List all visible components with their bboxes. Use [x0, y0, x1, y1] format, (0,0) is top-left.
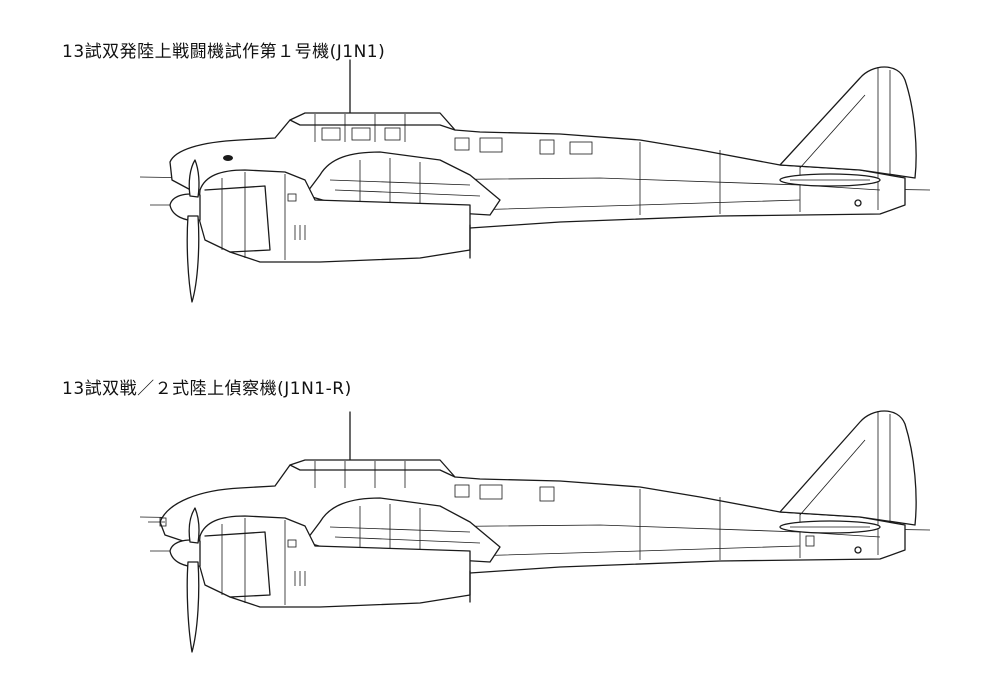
spinner — [169, 539, 201, 568]
aircraft-side-view-j1n1-r — [139, 410, 931, 653]
vertical-tail — [779, 66, 917, 179]
propeller-blade-upper — [188, 507, 200, 544]
canopy-outline — [289, 119, 456, 131]
propeller-blade-lower — [186, 561, 200, 653]
canopy-outline — [289, 464, 456, 478]
propeller-blade-lower — [186, 215, 200, 303]
figure-caption-j1n1-r: 13試双戦／２式陸上偵察機(J1N1-R) — [62, 379, 352, 399]
propeller-blade-upper — [188, 159, 200, 198]
spinner — [169, 193, 201, 222]
vertical-tail — [779, 410, 917, 526]
figure-caption-j1n1: 13試双発陸上戦闘機試作第１号機(J1N1) — [62, 42, 386, 62]
aircraft-side-view-j1n1 — [139, 59, 931, 303]
